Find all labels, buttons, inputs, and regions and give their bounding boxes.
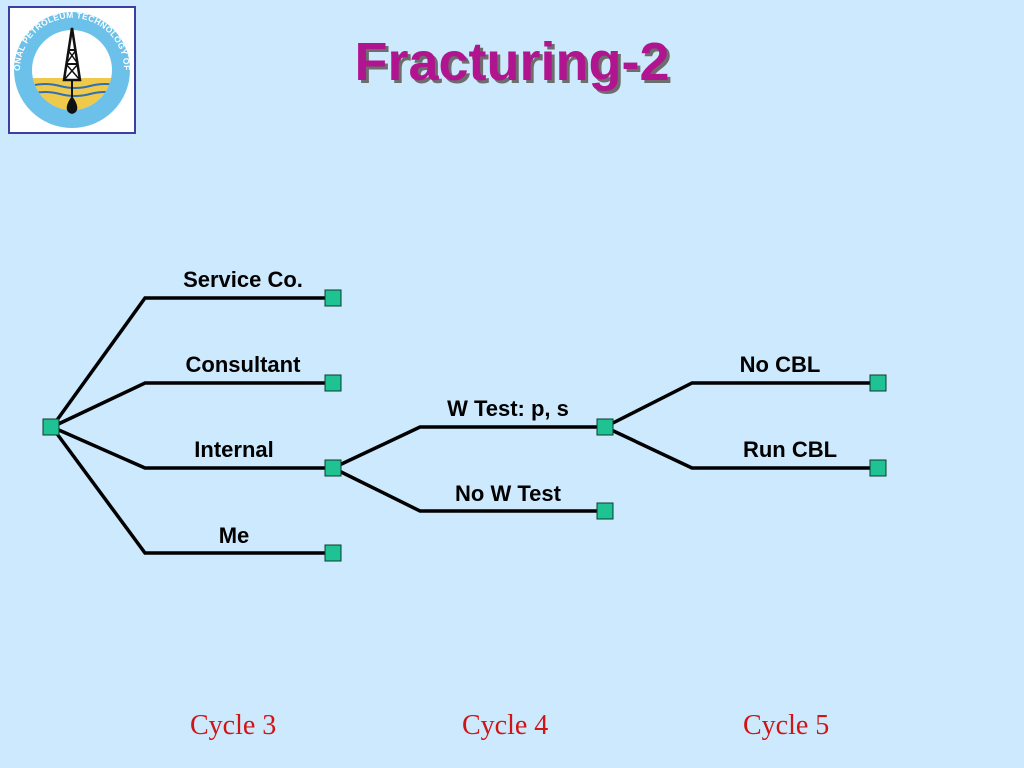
node-consultant — [324, 374, 342, 392]
node-me — [324, 544, 342, 562]
logo: NATIONAL PETROLEUM TECHNOLOGY OFFICE — [8, 6, 136, 134]
logo-graphic: NATIONAL PETROLEUM TECHNOLOGY OFFICE — [10, 8, 132, 128]
branch-line-me — [50, 425, 335, 555]
root-decision-node — [42, 418, 60, 436]
node-no-w-test — [596, 502, 614, 520]
cycle-4-label: Cycle 4 — [462, 710, 549, 741]
branch-label-w-test: W Test: p, s — [447, 396, 569, 421]
page-title: Fracturing-2 — [354, 32, 670, 92]
branch-label-me: Me — [219, 523, 250, 548]
branch-line-service-co — [50, 296, 335, 429]
branch-label-consultant: Consultant — [186, 352, 302, 377]
cycle-3-label: Cycle 3 — [190, 710, 277, 741]
oil-derrick-icon — [62, 27, 82, 114]
node-service-co — [324, 289, 342, 307]
branch-line-no-w-test — [331, 466, 607, 513]
oil-drop-icon — [66, 96, 78, 114]
branch-label-service-co: Service Co. — [183, 267, 303, 292]
branch-label-no-w-test: No W Test — [455, 481, 562, 506]
cycle-5-label: Cycle 5 — [743, 710, 830, 741]
branch-label-run-cbl: Run CBL — [743, 437, 837, 462]
branch-line-no-cbl — [603, 381, 880, 429]
branch-line-run-cbl — [603, 425, 880, 470]
node-run-cbl — [869, 459, 887, 477]
branch-line-consultant — [50, 381, 335, 429]
branch-line-w-test — [331, 425, 607, 470]
branch-line-internal — [50, 425, 335, 470]
node-internal — [324, 459, 342, 477]
branch-label-internal: Internal — [194, 437, 273, 462]
node-no-cbl — [869, 374, 887, 392]
branch-label-no-cbl: No CBL — [740, 352, 821, 377]
node-w-test — [596, 418, 614, 436]
